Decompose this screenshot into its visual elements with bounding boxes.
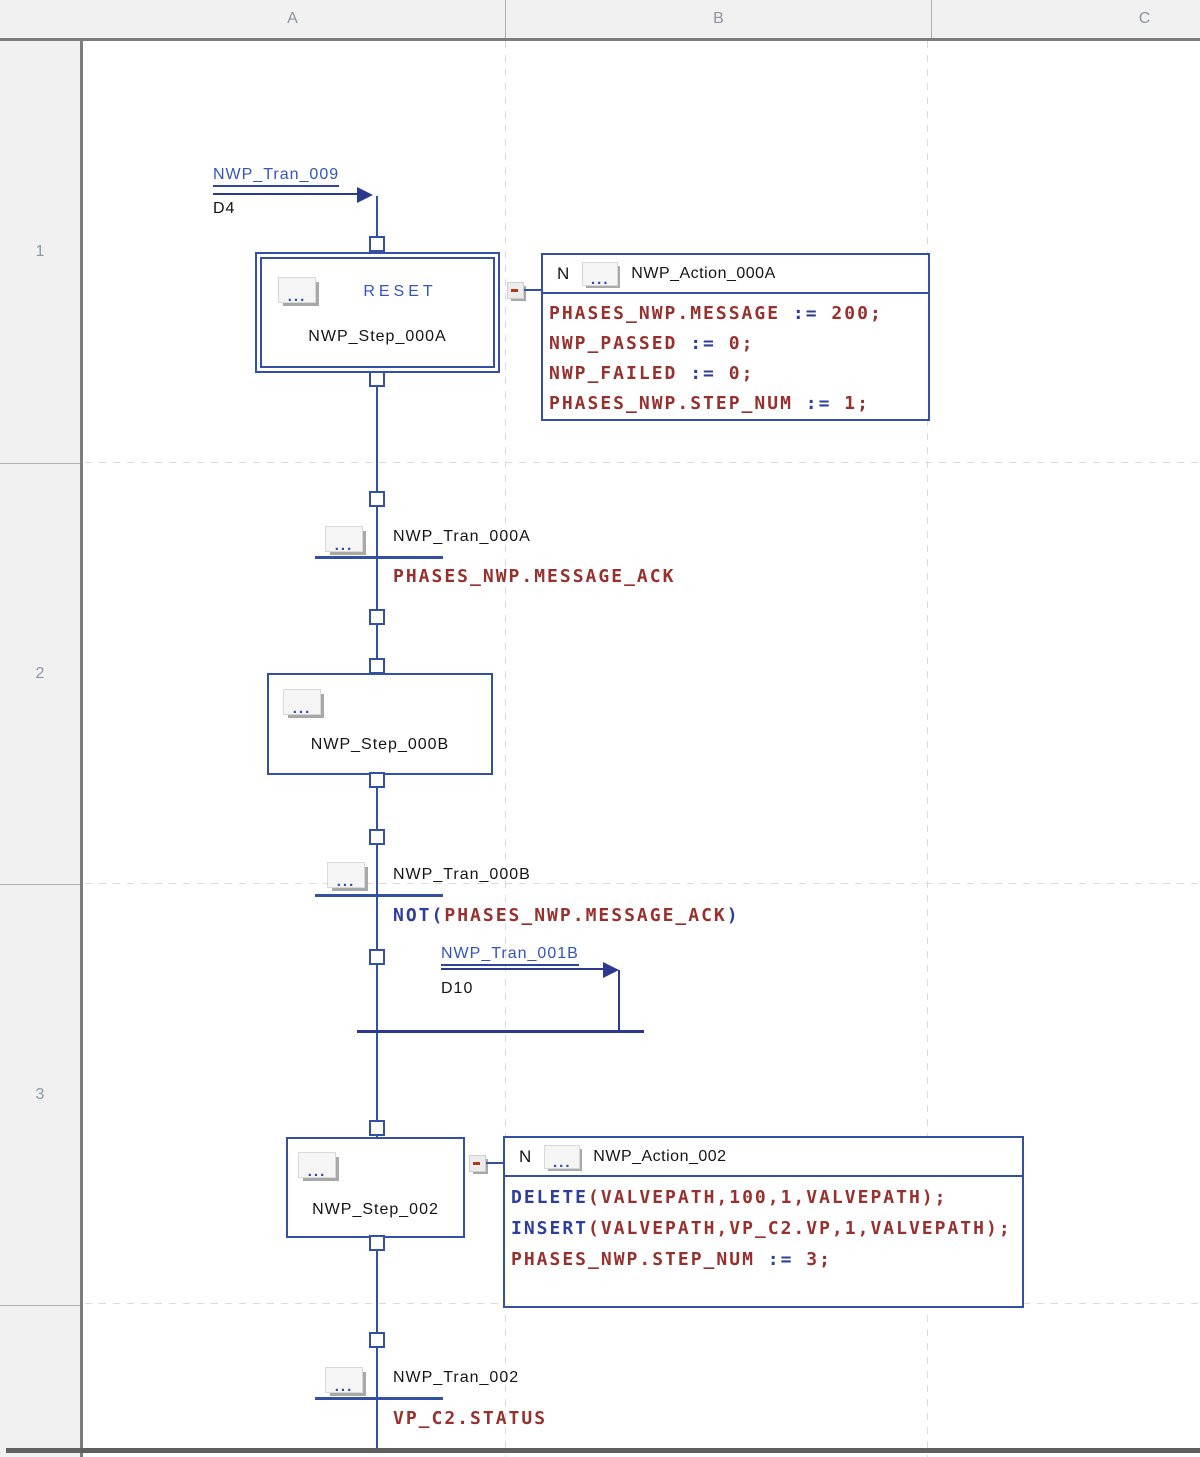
ellipsis-button-step000b[interactable]: ... <box>283 689 321 717</box>
connector-handle <box>369 1120 385 1136</box>
action-name: NWP_Action_002 <box>593 1147 727 1165</box>
code-line: DELETE(VALVEPATH,100,1,VALVEPATH); <box>511 1187 948 1208</box>
action-block-nwp-action-000a[interactable]: N ... NWP_Action_000A PHASES_NWP.MESSAGE… <box>541 253 930 421</box>
main-flow-line <box>376 196 378 1450</box>
column-header-a[interactable]: A <box>80 0 506 38</box>
step-name-nwp-step-000b: NWP_Step_000B <box>310 736 450 753</box>
ellipsis-icon: ... <box>553 1153 572 1171</box>
row-header-2[interactable]: 2 <box>0 464 80 885</box>
transition-name-tran000a: NWP_Tran_000A <box>393 528 531 545</box>
action-association-button[interactable] <box>469 1155 486 1172</box>
jump-dest-tran001b: D10 <box>441 980 474 997</box>
jump-link-tran009[interactable]: NWP_Tran_009 <box>213 166 340 187</box>
jump-dest-tran009: D4 <box>213 200 236 217</box>
action-qualifier[interactable]: N <box>519 1146 532 1166</box>
step-name-nwp-step-002: NWP_Step_002 <box>312 1201 439 1218</box>
action-code-body[interactable]: PHASES_NWP.MESSAGE := 200; NWP_PASSED :=… <box>543 294 928 424</box>
connector-handle <box>369 491 385 507</box>
ellipsis-button-tran000b[interactable]: ... <box>327 862 365 890</box>
transition-condition-tran000a: PHASES_NWP.MESSAGE_ACK <box>393 566 676 587</box>
header-bottom-border <box>0 38 1200 41</box>
action-name: NWP_Action_000A <box>631 264 776 282</box>
transition-condition-tran000b: NOT(PHASES_NWP.MESSAGE_ACK) <box>393 905 740 926</box>
grid-line-col-ab <box>505 41 506 1457</box>
connector-handle <box>369 609 385 625</box>
grid-line-col-bc <box>927 41 928 1457</box>
grid-line-row-12 <box>85 462 1200 463</box>
transition-bar-tran002[interactable] <box>315 1397 443 1400</box>
transition-name-tran000b: NWP_Tran_000B <box>393 866 531 883</box>
jump-arrowhead-tran001b <box>603 962 619 978</box>
grid-corner-cell <box>0 0 81 38</box>
row-header-1[interactable]: 1 <box>0 41 80 464</box>
ellipsis-icon: ... <box>334 537 354 554</box>
action-qualifier[interactable]: N <box>557 263 570 283</box>
jump-line-tran001b <box>441 968 603 970</box>
jump-line-tran009 <box>213 193 361 195</box>
row-header-4[interactable] <box>0 1306 80 1457</box>
connector-handle <box>369 1332 385 1348</box>
ellipsis-icon: ... <box>591 270 610 288</box>
connector-handle <box>369 1235 385 1251</box>
convergence-line <box>357 1030 644 1033</box>
ellipsis-icon: ... <box>336 873 356 890</box>
connector-handle <box>369 658 385 674</box>
ellipsis-button-action002[interactable]: ... <box>544 1144 581 1171</box>
connector-handle <box>369 371 385 387</box>
action-block-header: N ... NWP_Action_000A <box>543 255 928 294</box>
connector-handle <box>369 772 385 788</box>
column-header-row: A B C <box>80 0 1200 38</box>
step-type-label-reset: RESET <box>363 283 437 300</box>
initial-step-inner-border <box>260 257 495 368</box>
transition-bar-tran000b[interactable] <box>315 894 443 897</box>
action-block-header: N ... NWP_Action_002 <box>505 1138 1022 1177</box>
code-line: PHASES_NWP.STEP_NUM := 3; <box>511 1249 832 1270</box>
step-name-nwp-step-000a: NWP_Step_000A <box>308 328 447 345</box>
row-header-right-border <box>80 38 83 1457</box>
jump-arrowhead-tran009 <box>357 187 373 203</box>
ellipsis-button-tran000a[interactable]: ... <box>325 526 363 554</box>
code-line: PHASES_NWP.STEP_NUM := 1; <box>549 393 870 414</box>
transition-condition-tran002: VP_C2.STATUS <box>393 1408 548 1429</box>
connector-handle <box>369 236 385 252</box>
connector-handle <box>369 829 385 845</box>
ellipsis-button-step000a[interactable]: ... <box>278 277 316 305</box>
code-line: PHASES_NWP.MESSAGE := 200; <box>549 303 883 324</box>
action-association-button[interactable] <box>507 282 524 299</box>
action-block-nwp-action-002[interactable]: N ... NWP_Action_002 DELETE(VALVEPATH,10… <box>503 1136 1024 1308</box>
jump-branch-line <box>618 970 620 1032</box>
page-bottom-boundary <box>6 1448 1200 1453</box>
action-link-line <box>524 289 541 291</box>
code-line: INSERT(VALVEPATH,VP_C2.VP,1,VALVEPATH); <box>511 1218 1012 1239</box>
jump-link-tran001b[interactable]: NWP_Tran_001B <box>441 945 579 966</box>
column-header-c[interactable]: C <box>932 0 1200 38</box>
ellipsis-button-tran002[interactable]: ... <box>325 1367 363 1395</box>
ellipsis-icon: ... <box>287 288 307 305</box>
ellipsis-icon: ... <box>334 1378 354 1395</box>
step-box-nwp-step-000a[interactable] <box>255 252 500 373</box>
action-code-body[interactable]: DELETE(VALVEPATH,100,1,VALVEPATH); INSER… <box>505 1177 1022 1280</box>
ellipsis-button-action000a[interactable]: ... <box>582 261 619 288</box>
transition-bar-tran000a[interactable] <box>315 556 443 559</box>
action-link-line <box>486 1162 503 1164</box>
row-header-column: 1 2 3 <box>0 41 80 1457</box>
code-line: NWP_FAILED := 0; <box>549 363 755 384</box>
column-header-b[interactable]: B <box>506 0 932 38</box>
ellipsis-icon: ... <box>292 700 312 717</box>
grid-line-row-23 <box>85 883 1200 884</box>
ellipsis-button-step002[interactable]: ... <box>298 1152 336 1180</box>
connector-handle <box>369 949 385 965</box>
row-header-3[interactable]: 3 <box>0 885 80 1306</box>
code-line: NWP_PASSED := 0; <box>549 333 755 354</box>
transition-name-tran002: NWP_Tran_002 <box>393 1369 520 1386</box>
ellipsis-icon: ... <box>307 1163 327 1180</box>
